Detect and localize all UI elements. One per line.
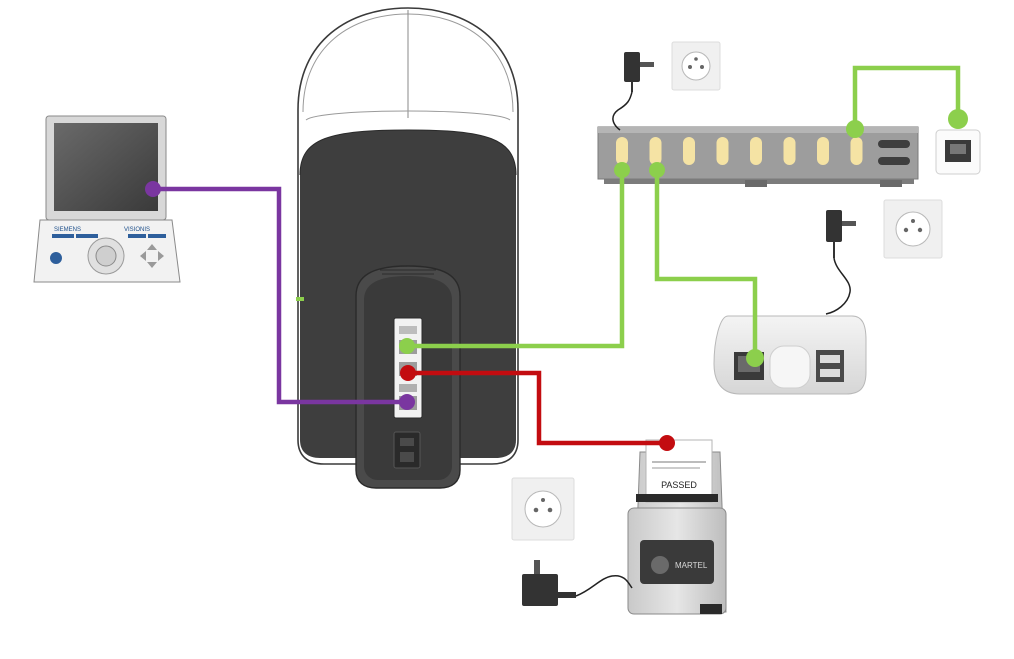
- power-adapter-icon: [826, 210, 856, 258]
- handheld-controller-icon: SIEMENS VISIONIS: [33, 115, 181, 283]
- usb-port-main-unit: [399, 394, 415, 410]
- printer-brand-text: MARTEL: [675, 561, 708, 570]
- receipt-printer-icon: PASSED MARTEL: [627, 439, 727, 615]
- switch-port-2: [649, 137, 662, 165]
- wall-outlet-icon: [883, 199, 943, 259]
- switch-port-6: [783, 137, 796, 165]
- switch-port-5: [750, 137, 762, 165]
- switch-port-3: [683, 137, 695, 165]
- switch-port-1: [616, 137, 628, 165]
- switch-port-8: [850, 137, 863, 165]
- main-unit: [296, 7, 519, 489]
- handheld-brand-left: SIEMENS: [54, 227, 81, 233]
- power-minipc-group: [825, 199, 943, 315]
- usb-port-handheld: [145, 181, 161, 197]
- serial-port-main-unit: [400, 365, 416, 381]
- ethernet-port-main-unit: [399, 338, 415, 354]
- rj45-jack: [935, 129, 981, 175]
- serial-port-printer: [659, 435, 675, 451]
- wall-outlet-icon: [511, 477, 575, 541]
- ethernet-cable-main-to-switch: [407, 170, 625, 349]
- switch-port-7: [817, 137, 829, 165]
- switch-port-4: [716, 137, 729, 165]
- wall-outlet-icon: [671, 41, 721, 91]
- power-switch-group: [612, 41, 721, 131]
- cable-layer: [153, 65, 961, 446]
- handheld-brand-right: VISIONIS: [124, 227, 150, 233]
- mini-pc: [713, 315, 867, 395]
- handheld: SIEMENS VISIONIS: [33, 115, 181, 283]
- tablet-scanner-icon: [296, 7, 519, 489]
- network-switch-icon: [597, 126, 919, 187]
- power-printer-group: [511, 477, 633, 606]
- ethernet-port-mini-pc: [746, 349, 764, 367]
- usb-cable-handheld-to-main: [153, 186, 407, 405]
- ethernet-cable-switch-to-minipc: [654, 170, 758, 358]
- ethernet-port-switch-2: [649, 162, 665, 178]
- power-adapter-icon: [522, 560, 576, 606]
- connector-dots: [145, 109, 968, 451]
- serial-cable-main-to-printer: [408, 370, 667, 446]
- ethernet-port-switch-8: [846, 120, 864, 138]
- power-adapter-icon: [624, 52, 654, 92]
- ethernet-port-switch-1: [614, 162, 630, 178]
- mini-pc-icon: [713, 315, 867, 395]
- rj45-wall-jack-icon: [935, 129, 981, 175]
- printer: PASSED MARTEL: [627, 439, 727, 615]
- ethernet-port-wall-jack: [948, 109, 968, 129]
- network-switch: [597, 126, 919, 187]
- ethernet-cable-switch-to-jack: [852, 65, 961, 129]
- receipt-status-text: PASSED: [661, 480, 697, 490]
